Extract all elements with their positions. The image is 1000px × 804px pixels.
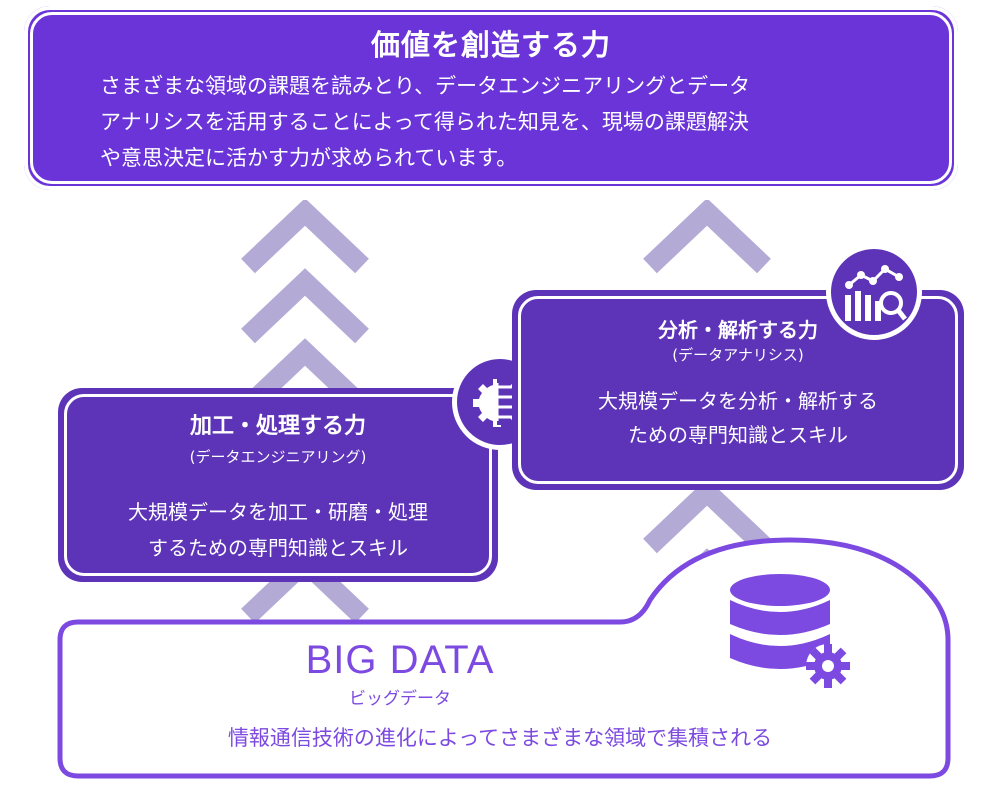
value-creation-line: さまざまな領域の課題を読みとり、データエンジニアリングとデータ [100,74,751,98]
big-data-description: 情報通信技術の進化によってさまざまな領域で集積される [227,726,773,750]
processing-subtitle: (データエンジニアリング) [189,448,367,466]
analysis-line: ための専門知識とスキル [628,423,848,447]
analysis-icon-bubble [826,244,922,340]
chart-magnifier-icon [845,265,907,321]
value-creation-line: や意思決定に活かす力が求められています。 [100,146,518,170]
value-creation-line: アナリシスを活用することによって得られた知見を、現場の課題解決 [100,110,749,134]
value-creation-box [24,6,958,190]
analysis-line: 大規模データを分析・解析する [598,389,878,413]
big-data-subtitle: ビッグデータ [349,689,451,709]
value-creation-description: さまざまな領域の課題を読みとり、データエンジニアリングとデータ アナリシスを活用… [100,68,900,176]
processing-title: 加工・処理する力 [189,414,366,439]
big-data-title: BIG DATA [305,638,495,682]
analysis-box [512,290,964,490]
database-gear-icon [730,574,850,688]
processing-description: 大規模データを加工・研磨・処理 するための専門知識とスキル [58,494,498,566]
processing-line: 大規模データを加工・研磨・処理 [128,500,428,524]
processing-line: するための専門知識とスキル [148,536,408,560]
analysis-title: 分析・解析する力 [658,318,818,342]
analysis-subtitle: (データアナリシス) [672,346,804,364]
analysis-description: 大規模データを分析・解析する ための専門知識とスキル [512,384,964,452]
value-creation-title: 価値を創造する力 [370,28,611,62]
processing-box [58,388,498,582]
